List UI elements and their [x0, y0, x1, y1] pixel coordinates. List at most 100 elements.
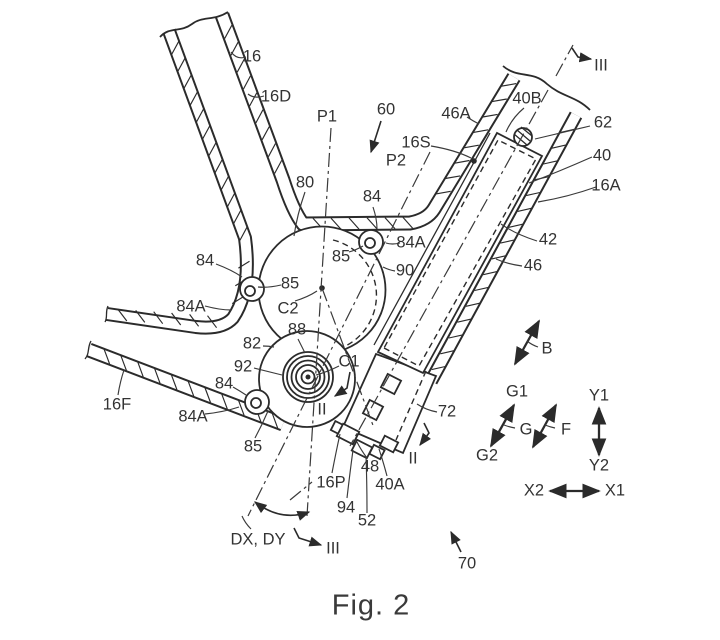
hatch-mark: [226, 193, 236, 207]
hatch-mark: [482, 113, 498, 118]
leader-94: [346, 449, 354, 499]
hatch-mark: [249, 92, 258, 107]
figure-caption: Fig. 2: [332, 590, 411, 622]
hatch-mark: [224, 25, 233, 39]
break-line-junction-stub: [104, 305, 109, 323]
hatch-mark: [233, 210, 242, 224]
bolt-top: [364, 237, 376, 249]
hatch-mark: [330, 217, 342, 230]
hatch-mark: [183, 74, 192, 89]
hatch-mark: [267, 143, 277, 157]
ref-label-p2: P2: [386, 151, 406, 169]
ref-label-16d: 16D: [261, 87, 291, 105]
hatch-mark: [189, 91, 198, 106]
ref-label-c2: C2: [277, 299, 298, 317]
leader-90: [382, 266, 396, 272]
angle-arc-dxdy: [253, 501, 311, 521]
leader-92: [253, 367, 283, 376]
section-line-iii-top: [555, 44, 574, 77]
ref-label-84-left: 84: [196, 251, 214, 269]
hatch-mark: [242, 75, 252, 90]
section-arrow-ii-right: [419, 422, 432, 447]
ref-label-70: 70: [458, 554, 476, 572]
hatch-mark: [135, 310, 146, 323]
crank-ring-1: [282, 351, 334, 403]
hatch-mark: [231, 296, 244, 305]
hatch-mark: [202, 125, 211, 140]
leader-46a: [466, 116, 480, 125]
hatch-mark: [454, 159, 470, 164]
axis-line-p2: [247, 151, 431, 517]
leader-16f: [117, 369, 125, 396]
leader-52: [365, 455, 368, 514]
ref-label-g: G: [520, 420, 533, 438]
leader-80: [293, 191, 306, 237]
leader-84a-top: [385, 242, 401, 245]
mounting-bosses: [239, 229, 384, 415]
hatch-mark: [261, 126, 270, 141]
hatch-mark: [491, 98, 507, 103]
hatch-mark: [255, 109, 264, 124]
crank-ring-3: [290, 359, 326, 395]
leader-c2: [294, 290, 318, 302]
leader-42: [500, 223, 538, 242]
section-markers: [289, 44, 593, 547]
leader-88: [297, 338, 306, 354]
hatch-mark: [271, 413, 279, 429]
lock-part-b: [335, 422, 361, 446]
battery-case-40: [376, 131, 544, 375]
drive-unit: [257, 225, 387, 428]
hatch-mark: [448, 334, 463, 339]
leader-40: [528, 156, 593, 184]
leader-84-top: [372, 206, 378, 230]
hatch-mark: [465, 302, 480, 307]
ref-label-ii-right: II: [408, 449, 417, 467]
leader-16a: [537, 186, 597, 203]
hatch-mark: [195, 108, 205, 123]
ref-label-46a: 46A: [441, 104, 470, 122]
hatch-mark: [501, 83, 517, 87]
leader-46: [495, 258, 523, 267]
guide-rail-left-46a: [373, 132, 491, 346]
ref-label-85-top: 85: [332, 247, 350, 265]
break-line-down-tube: [502, 65, 591, 111]
ref-label-16: 16: [243, 47, 261, 65]
ref-label-f: F: [561, 420, 571, 438]
leader-16: [230, 51, 247, 59]
axis-line-p1: [306, 127, 332, 517]
section-arrow-iii-top: [571, 47, 593, 63]
hatch-mark: [274, 160, 283, 174]
ref-label-y1: Y1: [589, 386, 609, 404]
hatch-mark: [463, 144, 479, 149]
ref-label-46: 46: [524, 256, 542, 274]
hatch-mark: [153, 368, 161, 384]
crank-ring-5: [300, 369, 316, 385]
pointer-arrow-60: [369, 120, 382, 154]
leader-85-bot: [254, 410, 269, 439]
ref-label-40: 40: [593, 146, 611, 164]
hatch-mark: [551, 144, 566, 149]
hatch-mark: [177, 57, 186, 72]
ref-label-62: 62: [594, 113, 612, 131]
direction-legend: [241, 120, 607, 553]
hatch-mark: [517, 207, 532, 212]
pointer-arrow-70: [450, 530, 462, 553]
hatch-mark: [440, 350, 455, 355]
leader-84a-bot: [204, 406, 240, 415]
hatch-mark: [457, 318, 472, 323]
ref-label-16f: 16F: [103, 395, 131, 413]
ref-label-82: 82: [243, 334, 261, 352]
leader-72: [416, 403, 438, 413]
hatch-mark: [171, 312, 182, 326]
ref-label-ii-left: II: [317, 400, 326, 418]
bolt-left: [244, 285, 256, 297]
guide-rail-right-46: [429, 159, 546, 371]
ref-label-84-bot: 84: [215, 374, 233, 392]
lock-part-e: [378, 434, 400, 454]
ref-label-84-top: 84: [363, 187, 381, 205]
leader-g: [503, 424, 516, 429]
ref-label-90: 90: [396, 261, 414, 279]
phantom-gear-arc: [312, 239, 378, 354]
ref-label-84a-top: 84A: [396, 233, 425, 251]
ref-label-94: 94: [337, 498, 355, 516]
